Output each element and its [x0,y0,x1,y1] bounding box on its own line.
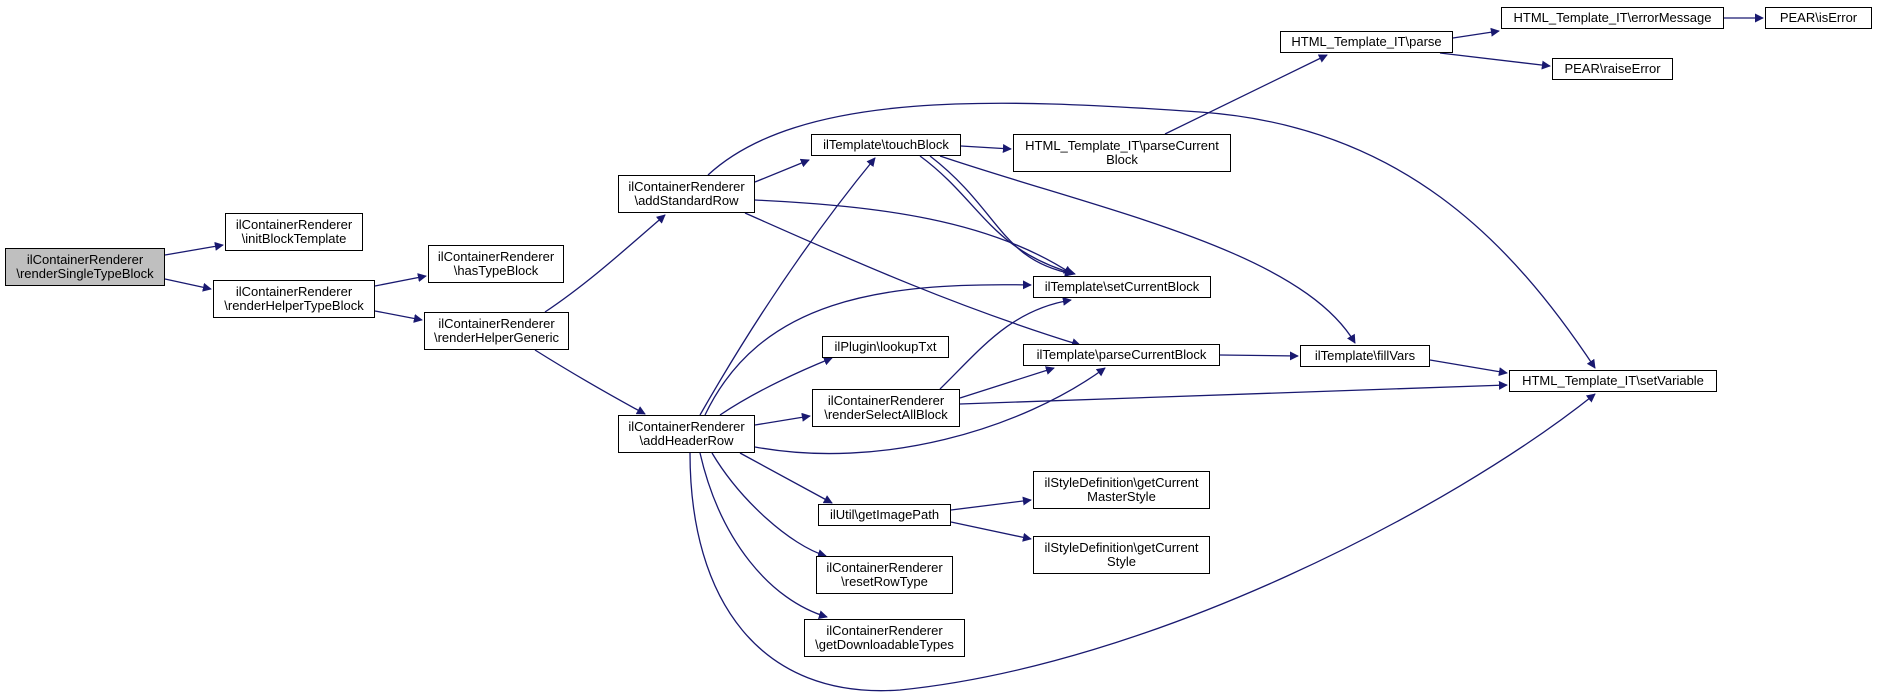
node-label-line: \addStandardRow [634,193,739,208]
node-touch-block[interactable]: ilTemplate\touchBlock [811,134,961,156]
node-raise-error[interactable]: PEAR\raiseError [1552,58,1673,80]
edge-il-parse-current-block-fill-vars [1219,351,1299,361]
node-label-line: ilUtil\getImagePath [829,507,940,522]
edge-it-parse-error-message [1452,27,1500,39]
node-label-line: \resetRowType [841,574,928,589]
node-label-line: \renderHelperTypeBlock [224,298,364,313]
node-set-current-block[interactable]: ilTemplate\setCurrentBlock [1033,276,1211,298]
node-lookup-txt[interactable]: ilPlugin\lookupTxt [822,336,949,358]
node-set-variable[interactable]: HTML_Template_IT\setVariable [1509,370,1717,392]
node-it-parse[interactable]: HTML_Template_IT\parse [1280,31,1453,53]
edge-render-select-all-block-set-current-block [939,296,1072,390]
edge-add-standard-row-touch-block [754,158,810,183]
edge-add-header-row-lookup-txt [719,356,833,416]
node-label-line: Block [1106,152,1138,167]
node-label-line: HTML_Template_IT\setVariable [1522,373,1704,388]
edge-render-helper-type-block-render-helper-generic [374,310,423,323]
edge-add-header-row-set-current-block [704,280,1032,416]
edge-render-helper-type-block-has-type-block [374,273,427,287]
edge-render-single-type-block-render-helper-type-block [164,278,212,292]
node-fill-vars[interactable]: ilTemplate\fillVars [1300,345,1430,367]
node-label-line: ilContainerRenderer [235,284,353,299]
edge-render-helper-generic-add-header-row [534,349,646,415]
node-label-line: \hasTypeBlock [453,263,539,278]
node-label-line: ilContainerRenderer [437,249,555,264]
node-get-downloadable-types[interactable]: ilContainerRenderer\getDownloadableTypes [804,619,965,657]
edge-add-header-row-get-downloadable-types [699,452,828,619]
edge-touch-block-set-current-block [919,155,1076,277]
edge-add-standard-row-il-parse-current-block [744,212,1081,347]
node-label-line: ilContainerRenderer [438,316,555,331]
node-init-block-template[interactable]: ilContainerRenderer\initBlockTemplate [225,213,363,251]
edge-fill-vars-set-variable [1429,359,1508,377]
node-label-line: HTML_Template_IT\parse [1291,34,1442,49]
edge-add-header-row-get-image-path [739,452,833,504]
node-error-message[interactable]: HTML_Template_IT\errorMessage [1501,7,1724,29]
node-render-select-all-block[interactable]: ilContainerRenderer\renderSelectAllBlock [812,389,960,427]
node-render-helper-generic[interactable]: ilContainerRenderer\renderHelperGeneric [424,312,569,350]
edge-render-select-all-block-set-variable [959,380,1508,405]
node-render-helper-type-block[interactable]: ilContainerRenderer\renderHelperTypeBloc… [213,280,375,318]
node-label-line: PEAR\isError [1779,10,1858,25]
node-il-parse-current-block[interactable]: ilTemplate\parseCurrentBlock [1023,344,1220,366]
node-label-line: ilTemplate\setCurrentBlock [1044,279,1200,294]
edge-add-header-row-reset-row-type [711,452,827,558]
node-label-line: ilTemplate\parseCurrentBlock [1036,347,1207,362]
node-add-header-row[interactable]: ilContainerRenderer\addHeaderRow [618,415,755,453]
edge-get-image-path-get-current-style [950,521,1032,542]
node-label-line: HTML_Template_IT\errorMessage [1513,10,1712,25]
node-render-single-type-block: ilContainerRenderer\renderSingleTypeBloc… [5,248,165,286]
edge-it-parse-raise-error [1439,52,1551,70]
node-label-line: PEAR\raiseError [1564,61,1661,76]
node-label-line: ilStyleDefinition\getCurrent [1044,540,1199,555]
edge-add-header-row-render-select-all-block [754,412,811,426]
node-is-error[interactable]: PEAR\isError [1765,7,1872,29]
edge-render-single-type-block-init-block-template [164,241,224,256]
edge-add-standard-row-set-variable [707,102,1596,369]
node-label-line: ilContainerRenderer [826,623,943,638]
edge-add-standard-row-set-current-block [754,199,1073,275]
node-label-line: Style [1107,554,1136,569]
edge-render-helper-generic-add-standard-row [544,214,666,313]
node-label-line: ilContainerRenderer [235,217,353,232]
node-has-type-block[interactable]: ilContainerRenderer\hasTypeBlock [428,245,564,283]
node-label-line: \initBlockTemplate [241,231,347,246]
node-label-line: ilStyleDefinition\getCurrent [1044,475,1199,490]
edge-touch-block-fill-vars [939,155,1356,344]
edge-add-header-row-il-parse-current-block [754,367,1106,455]
node-label-line: ilTemplate\touchBlock [823,137,949,152]
node-add-standard-row[interactable]: ilContainerRenderer\addStandardRow [618,175,755,213]
node-label-line: \renderHelperGeneric [433,330,559,345]
node-label-line: MasterStyle [1087,489,1156,504]
node-label-line: ilContainerRenderer [827,393,945,408]
node-label-line: ilPlugin\lookupTxt [834,339,937,354]
edge-touch-block-set-current-block-b [929,155,1074,277]
edge-render-select-all-block-il-parse-current-block [959,366,1055,399]
edge-get-image-path-get-current-master-style [950,496,1032,511]
node-label-line: ilContainerRenderer [826,560,943,575]
node-label-line: \getDownloadableTypes [815,637,954,652]
node-label-line: ilContainerRenderer [628,179,745,194]
node-label-line: \addHeaderRow [639,433,734,448]
edge-add-header-row-touch-block [699,157,876,416]
node-label-line: \renderSelectAllBlock [824,407,948,422]
node-label-line: ilTemplate\fillVars [1314,348,1416,363]
edge-add-header-row-set-variable [689,393,1596,692]
node-label-line: HTML_Template_IT\parseCurrent [1025,138,1219,153]
edge-it-parse-current-block-it-parse [1164,54,1328,135]
edge-touch-block-it-parse-current-block [960,144,1012,154]
node-label-line: ilContainerRenderer [628,419,745,434]
node-label-line: \renderSingleTypeBlock [16,266,154,281]
node-reset-row-type[interactable]: ilContainerRenderer\resetRowType [816,556,953,594]
node-label-line: ilContainerRenderer [26,252,144,267]
node-get-image-path[interactable]: ilUtil\getImagePath [818,504,951,526]
